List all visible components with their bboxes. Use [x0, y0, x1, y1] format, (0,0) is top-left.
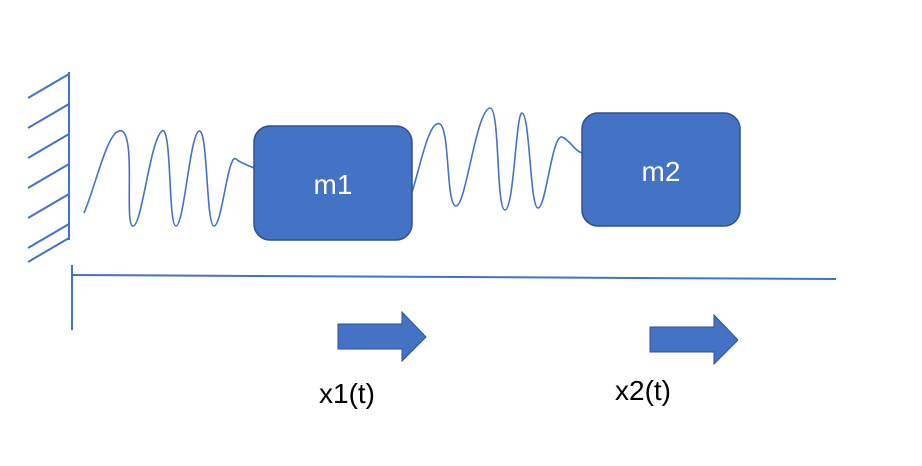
fixed-wall — [27, 72, 70, 263]
mass-m2: m2 — [581, 112, 741, 227]
displacement-label-x2: x2(t) — [615, 375, 671, 406]
mass-m1: m1 — [253, 125, 413, 241]
ground-line — [71, 274, 837, 280]
displacement-label-x1: x1(t) — [319, 378, 375, 409]
spring-2 — [409, 107, 584, 211]
mass-m1-block — [253, 125, 413, 241]
mass-m2-block — [581, 112, 741, 227]
mass-m2-label: m2 — [642, 156, 681, 187]
spring-1 — [83, 130, 255, 227]
wall-hatching — [27, 73, 70, 263]
displacement-arrow-x1 — [337, 310, 427, 363]
displacement-arrow-x2 — [649, 313, 739, 366]
mass-m1-label: m1 — [314, 169, 353, 200]
